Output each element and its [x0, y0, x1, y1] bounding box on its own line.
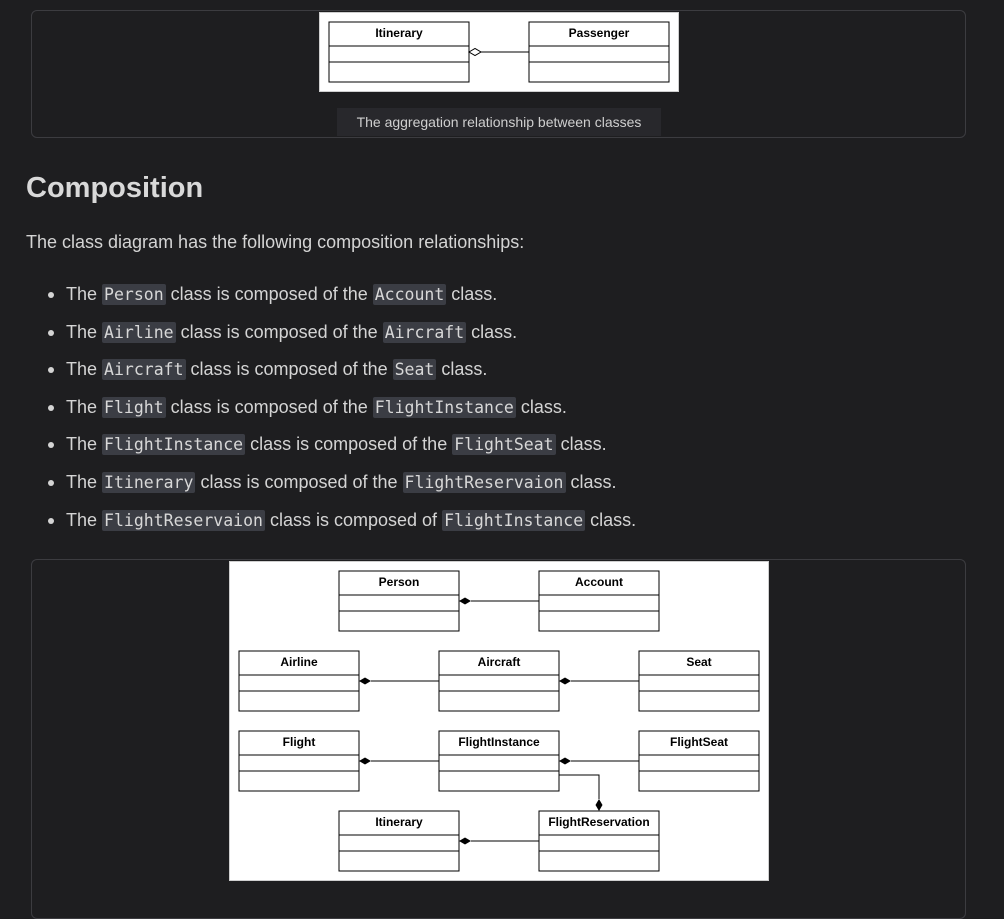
figure-caption: The aggregation relationship between cla… — [337, 108, 661, 136]
uml-class-aircraft: Aircraft — [438, 650, 560, 712]
uml-class-flightinstance: FlightInstance — [438, 730, 560, 792]
class-name-code: FlightSeat — [452, 434, 556, 456]
open-diamond-icon — [468, 47, 482, 57]
composition-list: The Person class is composed of the Acco… — [26, 281, 926, 544]
uml-class-seat: Seat — [638, 650, 760, 712]
uml-class-name: FlightSeat — [670, 735, 728, 749]
uml-class-name: Flight — [283, 735, 316, 749]
class-name-code: Person — [102, 284, 166, 305]
aggregation-diagram: Itinerary Passenger — [319, 12, 679, 92]
composition-connector-flight-flightinstance — [359, 757, 439, 765]
uml-class-name: Itinerary — [375, 26, 423, 40]
filled-diamond-icon — [559, 757, 571, 765]
section-heading-composition: Composition — [26, 172, 204, 204]
filled-diamond-icon — [595, 799, 603, 811]
list-item: The FlightReservaion class is composed o… — [26, 507, 926, 545]
uml-class-itinerary: Itinerary — [328, 21, 470, 83]
class-name-code: FlightReservaion — [402, 471, 566, 493]
class-name-code: FlightInstance — [102, 434, 246, 456]
list-item: The Person class is composed of the Acco… — [26, 281, 926, 319]
uml-class-flight: Flight — [238, 730, 360, 792]
uml-class-name: FlightInstance — [458, 735, 540, 749]
class-name-code: Seat — [392, 359, 437, 381]
composition-connector-itinerary-flightreservation — [459, 837, 539, 845]
composition-connector-flightreservation-flightinstance — [559, 774, 603, 811]
uml-class-passenger: Passenger — [528, 21, 670, 83]
class-name-code: Itinerary — [102, 471, 196, 493]
uml-class-flightseat: FlightSeat — [638, 730, 760, 792]
list-item: The Aircraft class is composed of the Se… — [26, 356, 926, 394]
filled-diamond-icon — [459, 597, 471, 605]
filled-diamond-icon — [459, 837, 471, 845]
filled-diamond-icon — [559, 677, 571, 685]
uml-class-name: Seat — [686, 655, 711, 669]
class-name-code: Flight — [102, 396, 166, 418]
uml-class-name: Aircraft — [478, 655, 521, 669]
list-item: The Airline class is composed of the Air… — [26, 319, 926, 357]
uml-class-name: Itinerary — [375, 815, 423, 829]
aggregation-connector — [468, 47, 529, 57]
class-name-code: Airline — [102, 321, 176, 343]
composition-connector-aircraft-seat — [559, 677, 639, 685]
list-item: The FlightInstance class is composed of … — [26, 431, 926, 469]
uml-class-name: FlightReservation — [548, 815, 649, 829]
filled-diamond-icon — [359, 677, 371, 685]
class-name-code: Account — [372, 284, 447, 305]
uml-class-account: Account — [538, 570, 660, 632]
composition-diagram: Person Account Airline Aircraft Seat — [229, 561, 769, 881]
uml-class-name: Account — [575, 575, 623, 589]
class-name-code: FlightInstance — [372, 396, 516, 418]
composition-connector-person-account — [459, 597, 539, 605]
uml-class-name: Airline — [280, 655, 318, 669]
class-name-code: FlightInstance — [442, 509, 586, 531]
uml-class-name: Passenger — [569, 26, 630, 40]
list-item: The Flight class is composed of the Flig… — [26, 394, 926, 432]
composition-intro: The class diagram has the following comp… — [26, 232, 525, 252]
aggregation-diagram-svg: Itinerary Passenger — [328, 21, 670, 83]
list-item: The Itinerary class is composed of the F… — [26, 469, 926, 507]
class-name-code: FlightReservaion — [102, 509, 265, 531]
filled-diamond-icon — [359, 757, 371, 765]
uml-class-name: Person — [379, 575, 420, 589]
composition-connector-airline-aircraft — [359, 677, 439, 685]
class-name-code: Aircraft — [102, 359, 186, 381]
composition-connector-flightinstance-flightseat — [559, 757, 639, 765]
uml-class-airline: Airline — [238, 650, 360, 712]
uml-class-flightreservation: FlightReservation — [538, 810, 660, 872]
uml-class-itinerary: Itinerary — [338, 810, 460, 872]
class-name-code: Aircraft — [382, 321, 467, 343]
composition-diagram-svg: Person Account Airline Aircraft Seat — [238, 570, 760, 872]
uml-class-person: Person — [338, 570, 460, 632]
